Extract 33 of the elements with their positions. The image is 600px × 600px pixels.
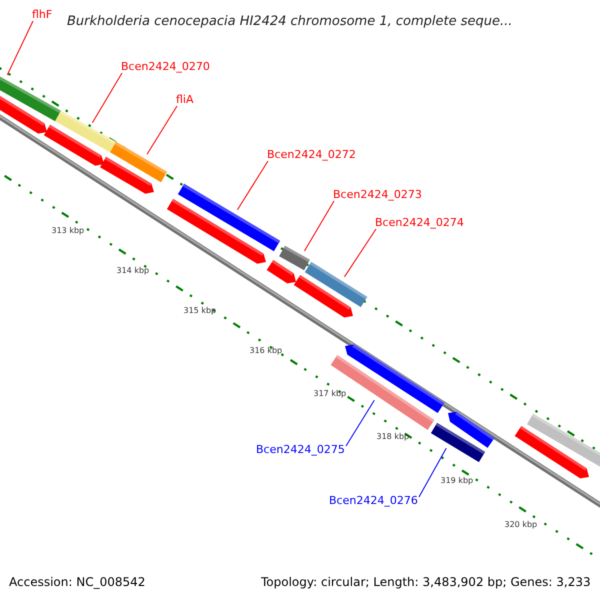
leader-line	[344, 228, 376, 278]
leader-line	[92, 72, 122, 124]
leader-line	[146, 106, 178, 155]
gene-label: Bcen2424_0273	[333, 189, 422, 200]
gene-feature	[110, 142, 167, 182]
gene-feature	[304, 262, 368, 308]
gene-label: Bcen2424_0272	[267, 149, 356, 160]
scale-label: 315 kbp	[184, 307, 216, 315]
scale-label: 317 kbp	[314, 390, 346, 398]
map-title: Burkholderia cenocepacia HI2424 chromosome 1, complete seque...	[67, 15, 512, 28]
gene-label: Bcen2424_0270	[121, 61, 210, 72]
leader-line	[6, 20, 34, 76]
accession-text: Accession: NC_008542	[9, 576, 146, 588]
gene-label: Bcen2424_0275	[256, 444, 345, 455]
scale-label: 319 kbp	[440, 477, 474, 485]
gene-feature	[430, 422, 486, 462]
gene-feature	[55, 110, 116, 152]
gene-feature	[279, 246, 310, 270]
gene-label: fliA	[176, 94, 194, 105]
scale-label: 318 kbp	[376, 433, 410, 441]
gene-label: flhF	[32, 9, 52, 20]
scale-label: 314 kbp	[116, 267, 150, 275]
leader-line	[236, 160, 268, 210]
scale-label: 316 kbp	[250, 347, 282, 355]
gene-label: Bcen2424_0276	[329, 495, 418, 506]
gene-feature	[178, 184, 280, 252]
summary-text: Topology: circular; Length: 3,483,902 bp; Genes: 3,233	[261, 576, 591, 588]
gene-label: Bcen2424_0274	[375, 217, 464, 228]
scale-label: 313 kbp	[52, 227, 84, 235]
leader-line	[304, 200, 334, 252]
gene-feature	[330, 355, 434, 430]
leader-line	[346, 400, 375, 446]
scale-label: 320 kbp	[504, 521, 538, 529]
